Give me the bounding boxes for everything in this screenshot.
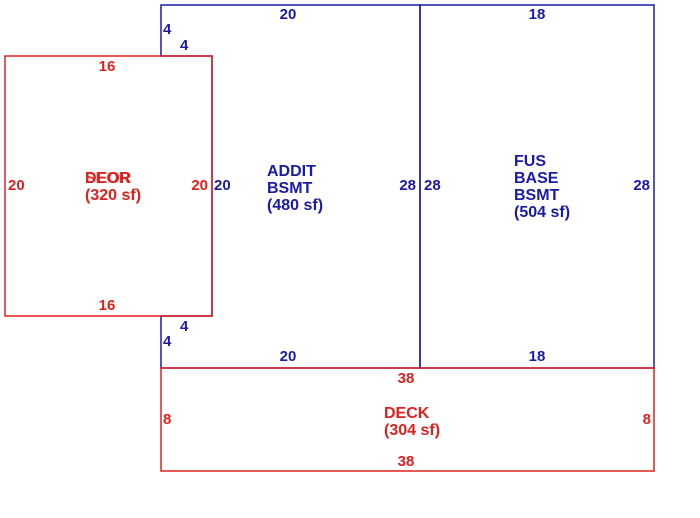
addit-left-dimension: 20 [214, 177, 231, 194]
deck-left-dimension: 8 [163, 411, 171, 428]
deck-bottom-dimension: 38 [398, 453, 415, 470]
addit-notch-top-vertical: 4 [163, 21, 172, 38]
deor-name-overlap: SEOR [85, 170, 131, 187]
addit-area: (480 sf) [267, 197, 323, 214]
addit-notch-top-horizontal: 4 [180, 37, 189, 54]
fus-left-dimension: 28 [424, 177, 441, 194]
addit-notch-bottom-horizontal: 4 [180, 318, 189, 335]
deor-outline [4, 55, 213, 317]
addit-bottom-dimension: 20 [280, 348, 297, 365]
fus-bottom-dimension: 18 [529, 348, 546, 365]
deor-name: DEOR [85, 170, 132, 187]
addit-notch-bottom-vertical: 4 [163, 333, 172, 350]
deck-name: DECK [384, 405, 430, 422]
deck-top-dimension: 38 [398, 370, 415, 387]
deor-right-dimension: 20 [191, 177, 208, 194]
addit-top-dimension: 20 [280, 6, 297, 23]
addit-name-line-2: BSMT [267, 180, 313, 197]
fus-name-line-3: BSMT [514, 187, 560, 204]
deor-left-dimension: 20 [8, 177, 25, 194]
deor-bottom-dimension: 16 [99, 297, 116, 314]
fus-area: (504 sf) [514, 204, 570, 221]
deck-right-dimension: 8 [643, 411, 651, 428]
deck-outline [160, 367, 655, 472]
fus-right-dimension: 28 [633, 177, 650, 194]
fus-name-line-2: BASE [514, 170, 559, 187]
deck-area: (304 sf) [384, 422, 440, 439]
deor-area: (320 sf) [85, 187, 141, 204]
addit-right-dimension: 28 [399, 177, 416, 194]
addit-name-line-1: ADDIT [267, 163, 316, 180]
fus-top-dimension: 18 [529, 6, 546, 23]
deor-top-dimension: 16 [99, 58, 116, 75]
fus-name-line-1: FUS [514, 153, 546, 170]
